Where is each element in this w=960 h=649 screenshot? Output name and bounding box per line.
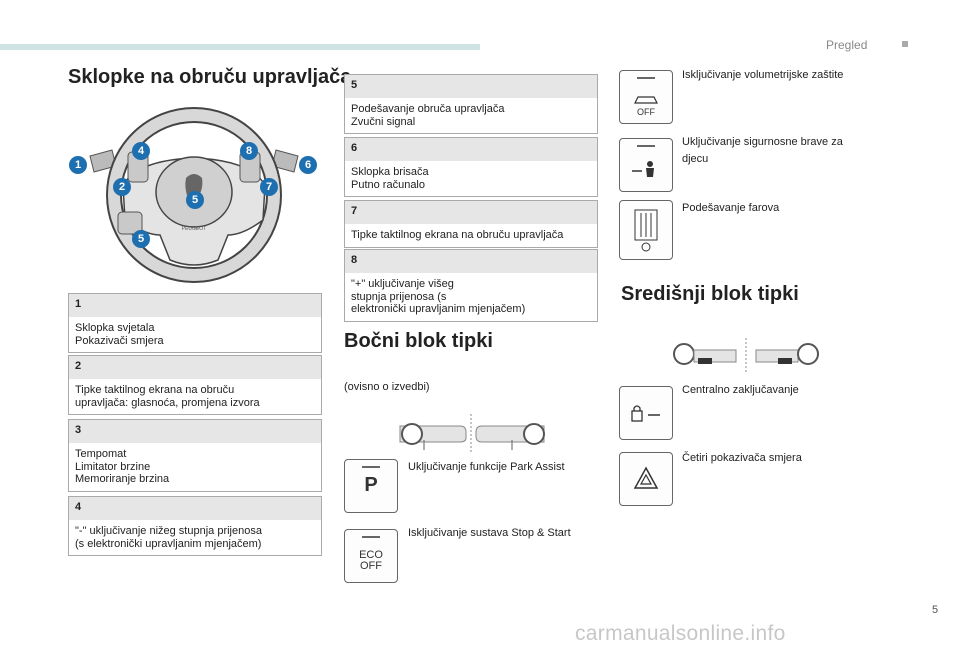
callout-badge-4: 4 — [132, 142, 150, 160]
watermark: carmanualsonline.info — [575, 622, 786, 645]
item-box-1: 1 Sklopka svjetala Pokazivači smjera — [68, 293, 322, 353]
page-number: 5 — [932, 604, 939, 616]
item-number: 6 — [345, 138, 597, 161]
steering-wheel-illustration: PEUGEOT 1 2 4 5 5 8 7 6 — [68, 100, 320, 290]
headlamp-adjust-label: Podešavanje farova — [682, 202, 780, 214]
section-marker — [902, 41, 908, 47]
off-text: OFF — [360, 560, 382, 572]
item-text: Podešavanje obruča upravljača Zvučni sig… — [351, 103, 505, 128]
item-text: "-" uključivanje nižeg stupnja prijenosa… — [75, 525, 262, 550]
item-box-4: 4 "-" uključivanje nižeg stupnja prijeno… — [68, 496, 322, 556]
callout-badge-5-bottom: 5 — [132, 230, 150, 248]
item-box-7: 7 Tipke taktilnog ekrana na obruču uprav… — [344, 200, 598, 248]
hazard-triangle-icon — [633, 466, 659, 489]
center-block-location-illustration — [673, 338, 819, 374]
eco-off-icon: ECO OFF — [345, 550, 397, 572]
headlamp-adjust-wheel[interactable] — [619, 200, 673, 260]
child-lock-icon — [632, 161, 654, 177]
park-assist-button[interactable]: P — [344, 459, 398, 513]
park-assist-icon: P — [364, 474, 378, 496]
item-number: 7 — [345, 201, 597, 224]
callout-badge-1: 1 — [69, 156, 87, 174]
eco-text: ECO — [359, 549, 383, 561]
side-block-title: Bočni blok tipki — [344, 330, 493, 352]
item-number: 4 — [69, 497, 321, 520]
item-number: 2 — [69, 356, 321, 379]
vol-off-text: OFF — [637, 107, 655, 117]
item-box-5: 5 Podešavanje obruča upravljača Zvučni s… — [344, 74, 598, 134]
callout-badge-6: 6 — [299, 156, 317, 174]
hazard-warning-label: Četiri pokazivača smjera — [682, 452, 802, 464]
header-bar — [0, 44, 480, 50]
item-box-2: 2 Tipke taktilnog ekrana na obruču uprav… — [68, 355, 322, 415]
volumetric-protection-label: Isključivanje volumetrijske zaštite — [682, 69, 844, 81]
item-text: Sklopka svjetala Pokazivači smjera — [75, 322, 164, 347]
child-lock-label: Uključivanje sigurnosne brave za djecu — [682, 136, 843, 165]
item-text: Tipke taktilnog ekrana na obruču upravlj… — [351, 229, 564, 241]
svg-text:PEUGEOT: PEUGEOT — [182, 226, 206, 232]
item-text: Tempomat Limitator brzine Memoriranje br… — [75, 448, 170, 485]
item-text: "+" uključivanje višeg stupnja prijenosa… — [351, 278, 526, 315]
item-number: 1 — [69, 294, 321, 317]
item-number: 5 — [345, 75, 597, 98]
item-box-3: 3 Tempomat Limitator brzine Memoriranje … — [68, 419, 322, 492]
hazard-warning-button[interactable] — [619, 452, 673, 506]
item-number: 3 — [69, 420, 321, 443]
callout-badge-2: 2 — [113, 178, 131, 196]
central-locking-button[interactable] — [619, 386, 673, 440]
stop-start-button[interactable]: ECO OFF — [344, 529, 398, 583]
item-number: 8 — [345, 250, 597, 273]
volumetric-protection-button[interactable]: OFF — [619, 70, 673, 124]
item-box-8: 8 "+" uključivanje višeg stupnja prijeno… — [344, 249, 598, 322]
child-lock-button[interactable] — [619, 138, 673, 192]
central-locking-label: Centralno zaključavanje — [682, 384, 799, 396]
item-text: Sklopka brisača Putno računalo — [351, 166, 429, 191]
steering-switches-title: Sklopke na obruču upravljača — [68, 66, 352, 88]
side-block-location-illustration — [399, 414, 545, 452]
lock-icon — [631, 405, 660, 422]
park-assist-label: Uključivanje funkcije Park Assist — [408, 461, 565, 473]
callout-badge-5-top: 5 — [186, 191, 204, 209]
center-block-title: Središnji blok tipki — [621, 283, 799, 305]
side-block-note: (ovisno o izvedbi) — [344, 381, 430, 393]
item-box-6: 6 Sklopka brisača Putno računalo — [344, 137, 598, 197]
item-text: Tipke taktilnog ekrana na obruču upravlj… — [75, 384, 260, 409]
section-name: Pregled — [826, 38, 868, 52]
car-alarm-icon — [634, 96, 658, 104]
stop-start-label: Isključivanje sustava Stop & Start — [408, 527, 571, 539]
callout-badge-8: 8 — [240, 142, 258, 160]
callout-badge-7: 7 — [260, 178, 278, 196]
headlamp-adjust-icon — [634, 209, 658, 252]
